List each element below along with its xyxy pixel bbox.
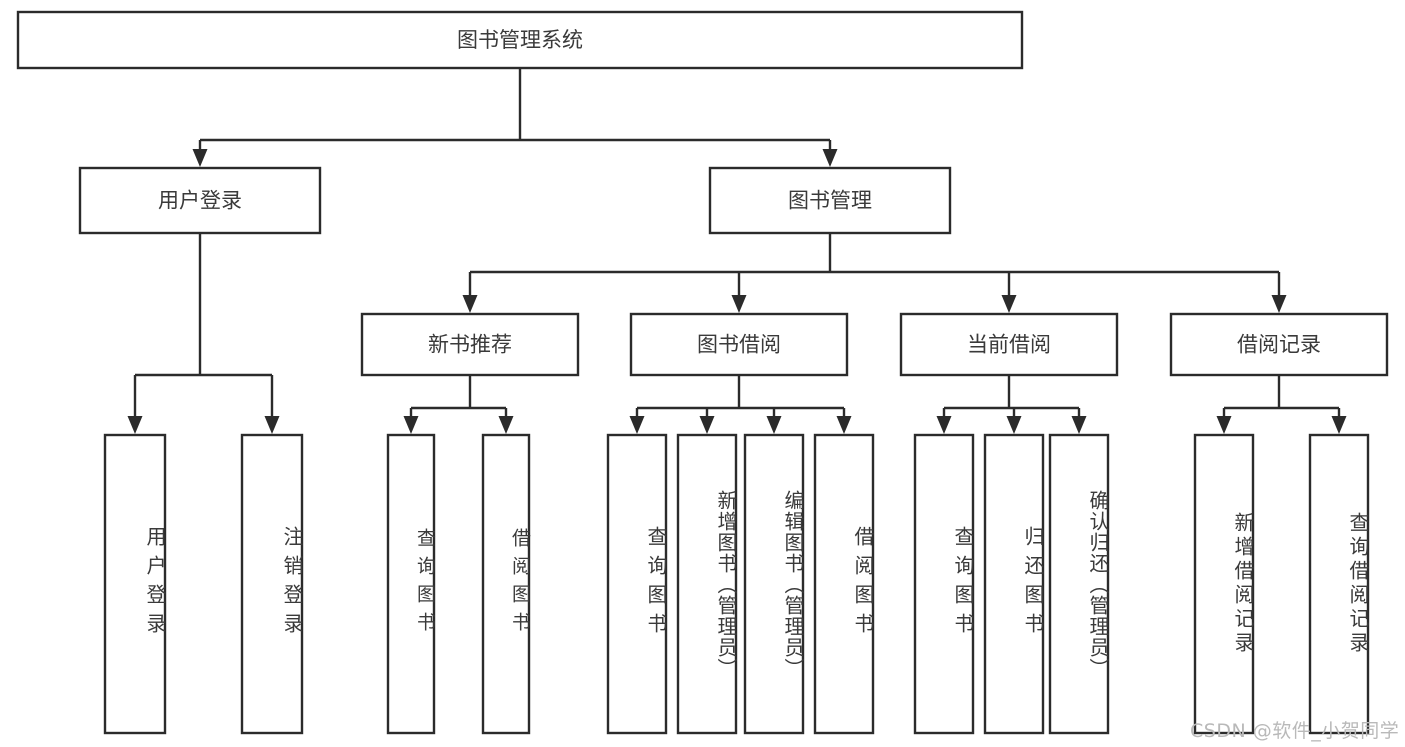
node-leaf-cur-return[interactable]: [983, 433, 1045, 735]
node-leaf-rec-query[interactable]: [386, 433, 436, 735]
node-book-borrow-label: 图书借阅: [697, 333, 781, 357]
arrow-head-icon: [766, 416, 782, 434]
node-leaf-borrow-lend[interactable]: [813, 433, 875, 735]
arrow-head-icon: [192, 149, 208, 167]
node-current-borrow[interactable]: 当前借阅: [899, 312, 1119, 377]
node-user-login[interactable]: 用户登录: [78, 166, 322, 235]
node-root-root-label: 图书管理系统: [457, 28, 583, 52]
arrow-head-icon: [462, 295, 478, 313]
arrow-head-icon: [822, 149, 838, 167]
node-user-login-label: 用户登录: [158, 189, 242, 213]
node-leaf-cur-confirm[interactable]: [1048, 433, 1110, 735]
node-leaf-user-logout[interactable]: [240, 433, 304, 735]
node-book-borrow[interactable]: 图书借阅: [629, 312, 849, 377]
connectors-layer: [127, 68, 1347, 434]
arrow-head-icon: [629, 416, 645, 434]
arrow-head-icon: [1006, 416, 1022, 434]
node-leaf-borrow-add[interactable]: [676, 433, 738, 735]
node-new-book-rec[interactable]: 新书推荐: [360, 312, 580, 377]
node-leaf-borrow-query[interactable]: [606, 433, 668, 735]
node-borrow-record-label: 借阅记录: [1237, 333, 1321, 357]
node-book-manage-label: 图书管理: [788, 189, 872, 213]
arrow-head-icon: [403, 416, 419, 434]
csdn-watermark: CSDN @软件_小贺同学: [1190, 720, 1400, 742]
arrow-head-icon: [1216, 416, 1232, 434]
arrow-head-icon: [1331, 416, 1347, 434]
node-root-root[interactable]: 图书管理系统: [16, 10, 1024, 70]
node-leaf-borrow-edit[interactable]: [743, 433, 805, 735]
arrow-head-icon: [127, 416, 143, 434]
arrow-head-icon: [1271, 295, 1287, 313]
arrow-head-icon: [1001, 295, 1017, 313]
arrow-head-icon: [936, 416, 952, 434]
node-leaf-record-add[interactable]: [1193, 433, 1255, 735]
arrow-head-icon: [498, 416, 514, 434]
arrow-head-icon: [699, 416, 715, 434]
arrow-head-icon: [1071, 416, 1087, 434]
node-current-borrow-label: 当前借阅: [967, 333, 1051, 357]
node-new-book-rec-label: 新书推荐: [428, 333, 512, 357]
node-book-manage[interactable]: 图书管理: [708, 166, 952, 235]
node-leaf-record-query[interactable]: [1308, 433, 1370, 735]
arrow-head-icon: [731, 295, 747, 313]
arrow-head-icon: [264, 416, 280, 434]
node-leaf-user-login[interactable]: [103, 433, 167, 735]
node-leaf-cur-query[interactable]: [913, 433, 975, 735]
node-borrow-record[interactable]: 借阅记录: [1169, 312, 1389, 377]
arrow-head-icon: [836, 416, 852, 434]
node-leaf-rec-borrow[interactable]: [481, 433, 531, 735]
